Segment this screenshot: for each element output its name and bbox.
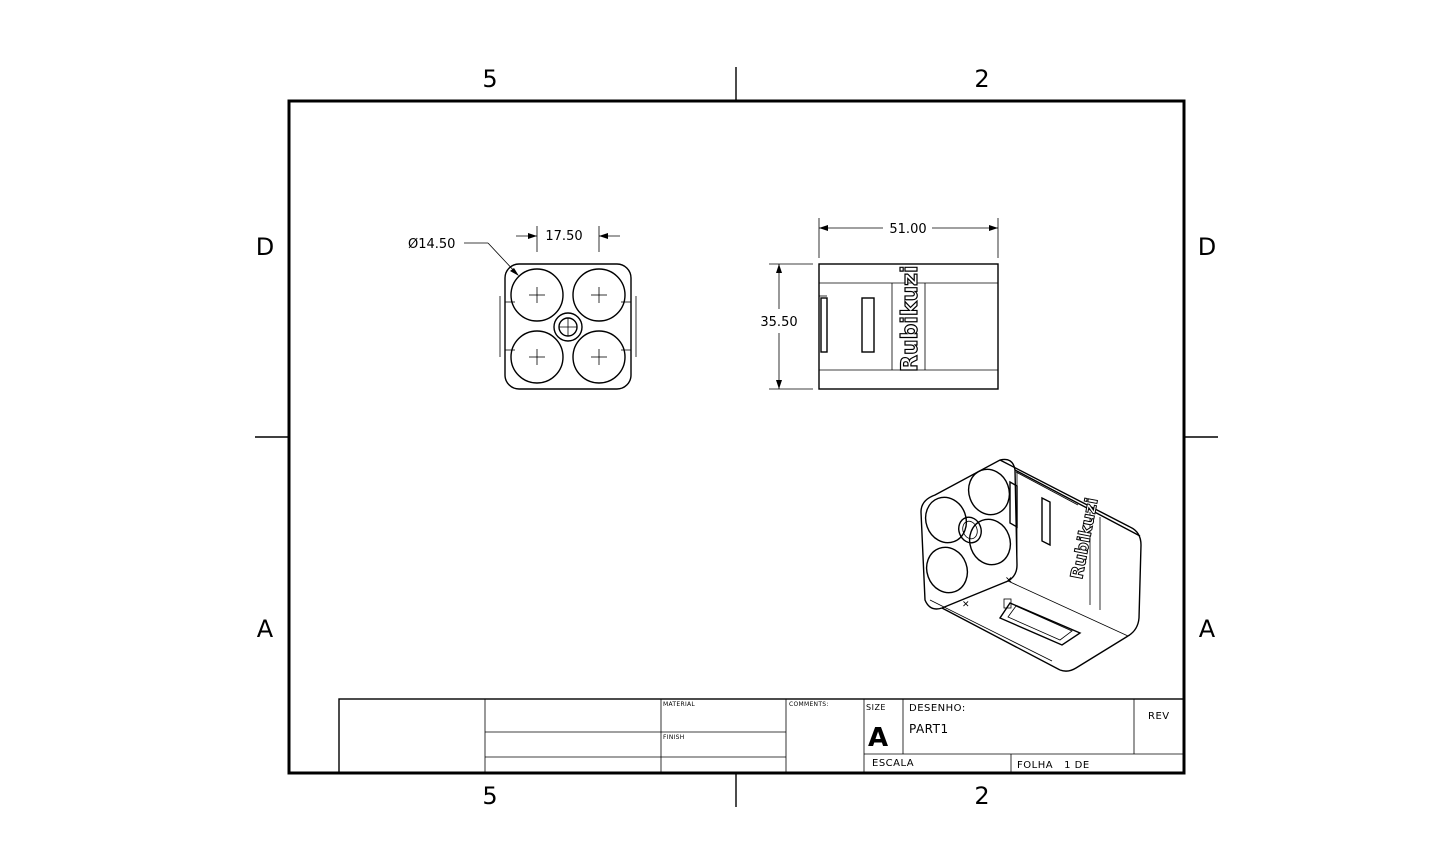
dimension-hole-diameter: Ø14.50 <box>408 237 519 276</box>
iso-mark-1: ✕ <box>1005 576 1013 586</box>
finish-label: FINISH <box>663 734 685 741</box>
iso-mark-2: ✕ <box>962 600 970 610</box>
size-value: A <box>868 723 888 753</box>
sheet-border <box>287 99 1186 775</box>
dimension-width: 51.00 <box>818 218 999 258</box>
rev-label: REV <box>1148 711 1170 722</box>
hole-spacing-value: 17.50 <box>545 229 582 244</box>
dimension-hole-spacing: 17.50 <box>516 226 620 252</box>
scale-label: ESCALA <box>872 758 914 769</box>
material-label: MATERIAL <box>663 701 695 708</box>
isometric-brand-label: Rubikuzi <box>1067 496 1102 581</box>
zone-label-left-bottom: A <box>257 615 274 643</box>
dimension-height: 35.50 <box>760 263 813 390</box>
height-value: 35.50 <box>760 315 797 330</box>
zone-label-right-bottom: A <box>1199 615 1216 643</box>
sheet-label: FOLHA 1 DE <box>1017 760 1090 771</box>
zone-label-right-top: D <box>1198 233 1216 261</box>
front-view <box>499 263 637 390</box>
drawing-label: DESENHO: <box>909 703 966 714</box>
zone-label-left-top: D <box>256 233 274 261</box>
drawing-value: PART1 <box>909 722 949 736</box>
title-block: MATERIAL FINISH COMMENTS: SIZE A DESENHO… <box>338 698 1185 774</box>
side-view: Rubikuzi <box>818 263 999 390</box>
side-view-brand-label: Rubikuzi <box>898 265 923 372</box>
zone-label-bottom-right: 2 <box>974 782 989 810</box>
size-label: SIZE <box>866 703 886 712</box>
zone-label-top-right: 2 <box>974 65 989 93</box>
width-value: 51.00 <box>889 222 926 237</box>
hole-diameter-value: Ø14.50 <box>408 237 455 252</box>
zone-label-top-left: 5 <box>482 65 497 93</box>
zone-label-bottom-left: 5 <box>482 782 497 810</box>
isometric-view: Rubikuzi ✕ ✕ <box>920 458 1142 672</box>
comments-label: COMMENTS: <box>789 701 829 708</box>
